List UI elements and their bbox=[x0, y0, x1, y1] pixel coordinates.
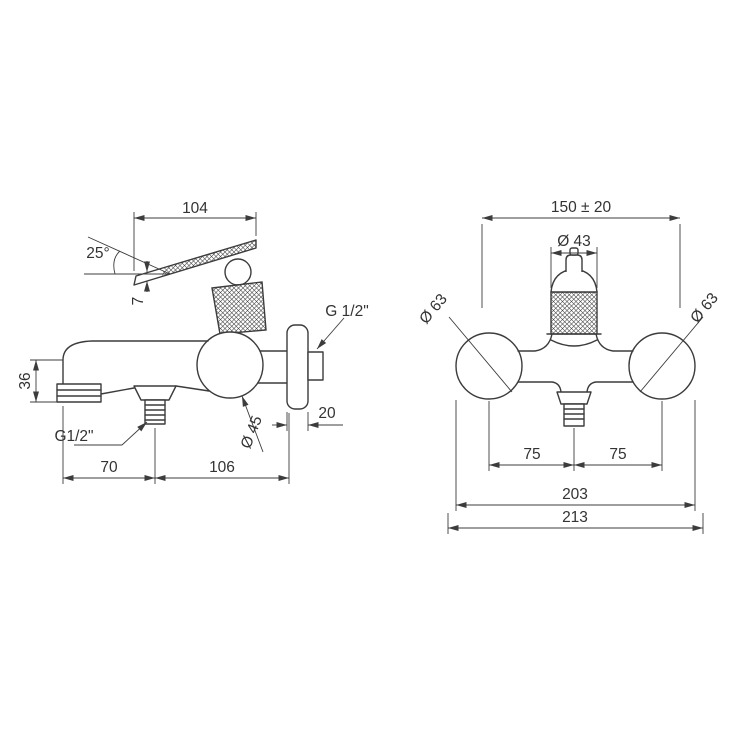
dim-213-label: 213 bbox=[562, 509, 588, 526]
label-outlet-thread: G1/2" bbox=[54, 421, 148, 446]
dim-dia63-right: Ø 63 bbox=[687, 290, 722, 327]
dim-75-left-label: 75 bbox=[523, 446, 540, 463]
underside-contour bbox=[175, 385, 210, 392]
dim-106-label: 106 bbox=[209, 459, 235, 476]
spout-bottom-contour bbox=[100, 387, 135, 395]
cartridge-dome bbox=[550, 268, 598, 293]
dim-25deg: 25° bbox=[84, 236, 171, 275]
dim-36-label: 36 bbox=[17, 372, 34, 389]
cartridge-collar bbox=[211, 281, 267, 335]
left-escutcheon bbox=[455, 332, 523, 400]
dim-dia63-left: Ø 63 bbox=[416, 291, 451, 328]
dim-75-left: 75 bbox=[488, 401, 663, 471]
dim-dia43: Ø 43 bbox=[550, 233, 598, 288]
dim-203: 203 bbox=[455, 400, 696, 511]
dim-104: 104 bbox=[133, 200, 257, 271]
dim-dia45-label: Ø 45 bbox=[238, 414, 266, 452]
body-top-right bbox=[595, 333, 634, 352]
cartridge-knurl bbox=[550, 291, 598, 335]
side-view: 104 25° 7 36 G1/2" bbox=[17, 200, 369, 484]
cartridge-knob bbox=[565, 254, 583, 272]
faucet-side-geometry bbox=[56, 239, 324, 425]
dim-70-label: 70 bbox=[100, 459, 118, 476]
dim-104-label: 104 bbox=[182, 200, 208, 217]
dim-dia43-label: Ø 43 bbox=[557, 233, 591, 250]
dim-75-right: 75 bbox=[574, 446, 662, 468]
faucet-front-geometry bbox=[448, 247, 704, 427]
label-inlet-thread: G 1/2" bbox=[316, 303, 369, 350]
wall-flange bbox=[286, 324, 309, 410]
outlet-thread-label: G1/2" bbox=[54, 428, 93, 445]
dim-20: 20 bbox=[272, 405, 343, 431]
spout-top-contour bbox=[62, 340, 209, 385]
outlet-collar bbox=[556, 391, 592, 405]
inlet-thread-label: G 1/2" bbox=[325, 303, 368, 320]
lever-knurling bbox=[162, 240, 256, 276]
dim-20-label: 20 bbox=[318, 405, 336, 422]
body-bottom-right bbox=[586, 381, 634, 393]
dim-70: 70 bbox=[62, 406, 156, 484]
dim-150: 150 ± 20 bbox=[481, 199, 681, 308]
dim-dia63-right-label: Ø 63 bbox=[687, 290, 722, 327]
front-view: 150 ± 20 Ø 43 Ø 63 Ø 63 75 75 bbox=[416, 199, 722, 534]
dim-150-label: 150 ± 20 bbox=[551, 199, 612, 216]
dim-7-label: 7 bbox=[130, 297, 147, 306]
dim-213: 213 bbox=[447, 509, 704, 534]
diverter-boss bbox=[133, 385, 177, 401]
inlet-stub bbox=[307, 351, 324, 381]
dim-dia45: Ø 45 bbox=[238, 395, 266, 453]
left-diameter-slash bbox=[448, 316, 513, 393]
shower-outlet-nipple bbox=[144, 399, 166, 425]
aerator bbox=[56, 383, 102, 403]
body-center-curve bbox=[550, 339, 598, 347]
body-top-left bbox=[517, 333, 553, 352]
dim-25deg-label: 25° bbox=[86, 245, 109, 262]
lever-ball-joint bbox=[224, 258, 252, 286]
right-diameter-slash bbox=[639, 316, 704, 393]
dim-7: 7 bbox=[130, 261, 150, 306]
dim-dia63-left-label: Ø 63 bbox=[416, 291, 451, 328]
outlet-nipple bbox=[563, 403, 585, 427]
dim-203-label: 203 bbox=[562, 486, 588, 503]
mixer-body bbox=[196, 331, 264, 399]
dim-36: 36 bbox=[17, 359, 63, 403]
body-bottom-left bbox=[517, 381, 562, 393]
dim-75-right-label: 75 bbox=[609, 446, 626, 463]
dim-106: 106 bbox=[155, 413, 290, 484]
